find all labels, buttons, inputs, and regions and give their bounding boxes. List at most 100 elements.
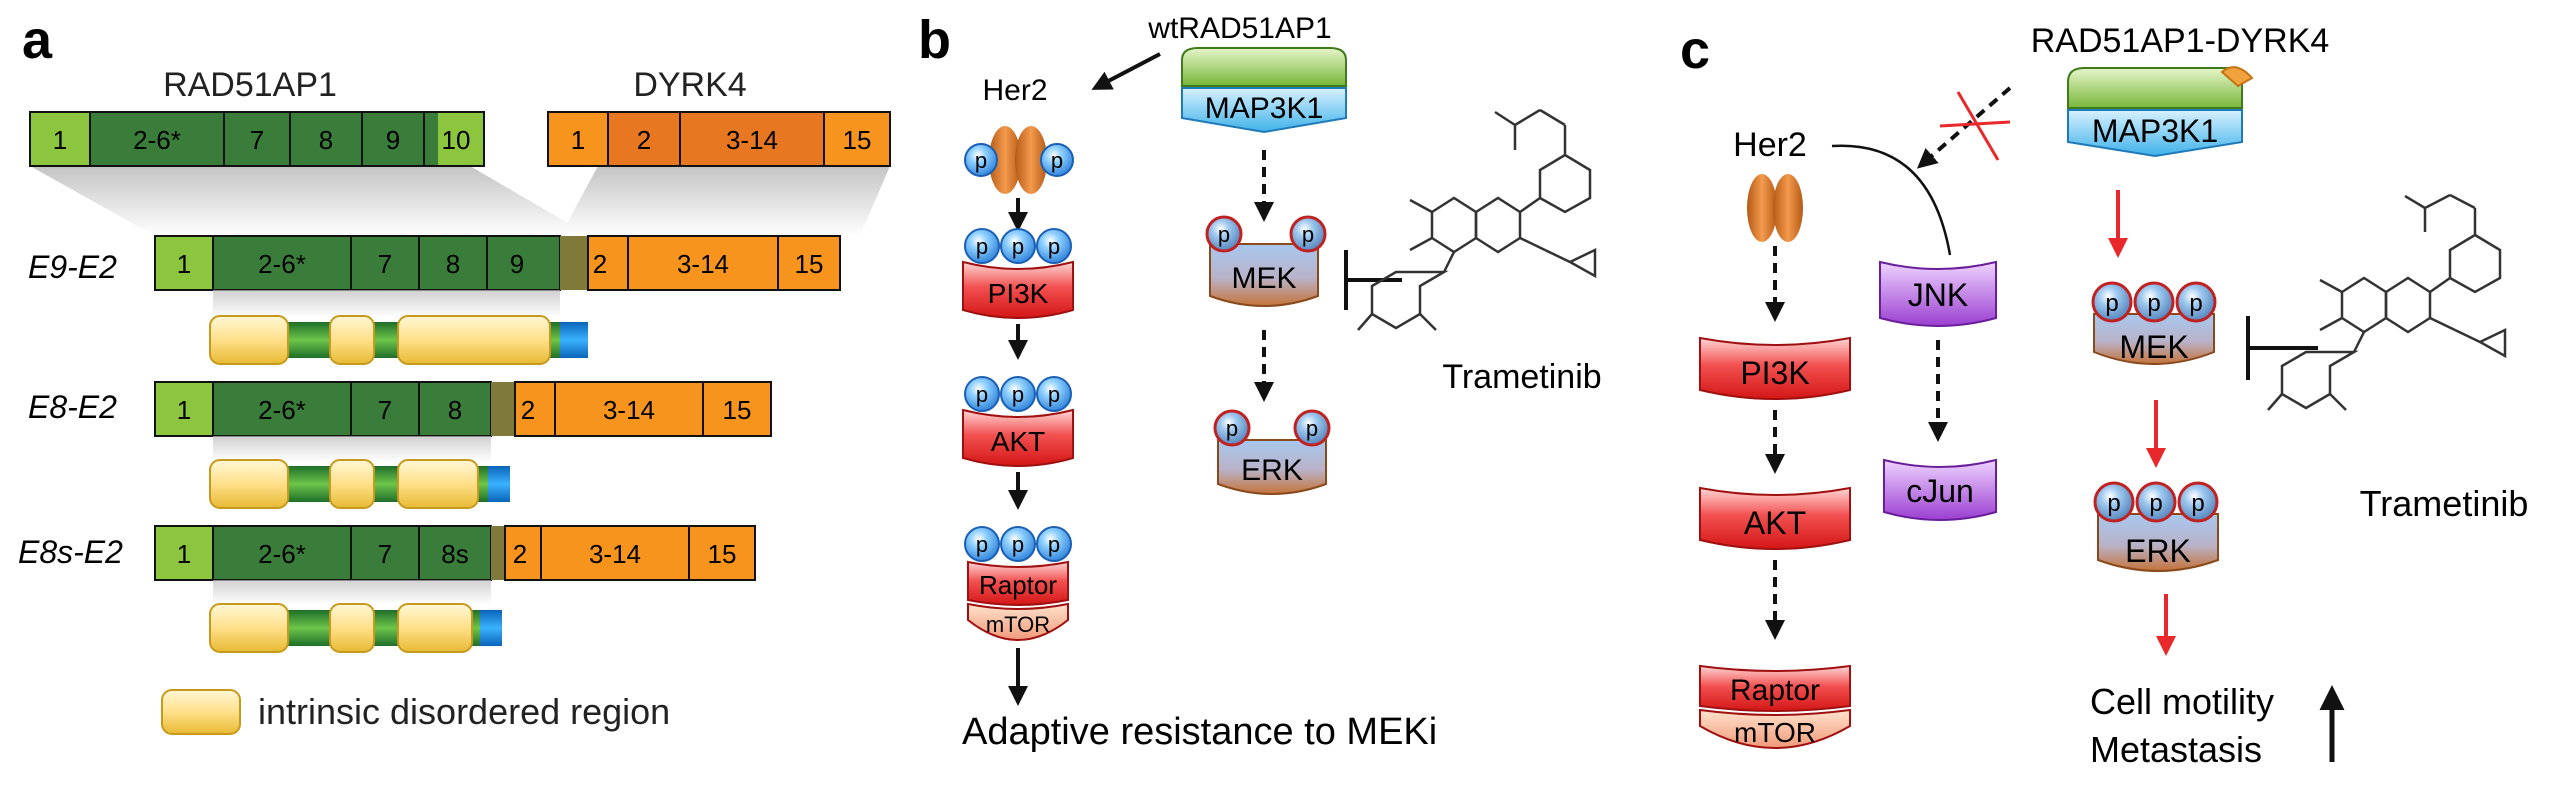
- phospho-label: p: [1306, 416, 1318, 441]
- legend-idr-swatch: [161, 689, 241, 735]
- pi3k-box: [962, 260, 1074, 319]
- exon-box: [702, 381, 772, 437]
- phospho-label: p: [1012, 532, 1024, 557]
- bond: [1514, 108, 1541, 127]
- exon-label: 8: [319, 125, 333, 155]
- exon-label: 8s: [441, 539, 468, 569]
- phospho-label: p: [2105, 290, 2118, 317]
- arrow-wt-to-her2: [1091, 52, 1161, 90]
- phospho-group: p p: [964, 143, 1074, 177]
- phospho-site: [2135, 481, 2177, 523]
- ring: [1474, 196, 1522, 254]
- phospho-label: p: [2147, 290, 2160, 317]
- phospho-site: [964, 526, 1000, 562]
- phospho-label: p: [1218, 222, 1230, 247]
- her2-receptor-left: [989, 126, 1021, 194]
- bond: [2329, 393, 2347, 411]
- bond: [1409, 236, 1433, 252]
- gene-dyrk4-label: DYRK4: [633, 66, 746, 104]
- bond: [2454, 328, 2481, 344]
- exon-label: 3-14: [589, 539, 641, 569]
- erk-box: [1217, 439, 1327, 495]
- phospho-label: p: [1012, 382, 1024, 407]
- connector-rad51ap1: [30, 166, 590, 236]
- exon-label: 1: [53, 125, 67, 155]
- akt-label-c: AKT: [1744, 505, 1806, 541]
- idr-block: [397, 459, 479, 509]
- bond: [2429, 316, 2456, 332]
- exon-label: 3-14: [603, 395, 655, 425]
- trametinib-structure-c: [2267, 193, 2507, 411]
- phospho-site: [1213, 409, 1251, 447]
- phospho-label: p: [2149, 490, 2162, 517]
- exon-label: 2-6*: [258, 249, 306, 279]
- her2-receptor-left: [1747, 174, 1777, 242]
- exon-label: 9: [510, 249, 524, 279]
- phospho-label: p: [1226, 416, 1238, 441]
- exon-label: 15: [795, 249, 824, 279]
- ring: [2384, 276, 2432, 334]
- phospho-site: [1040, 143, 1074, 177]
- exon-box: [212, 235, 352, 291]
- ring: [1567, 248, 1597, 279]
- protein-c-term: [480, 610, 502, 646]
- exon-box: [679, 111, 825, 167]
- exon-box: [587, 235, 629, 291]
- erk-box-c: [2097, 513, 2219, 572]
- mtor-box: [967, 602, 1069, 641]
- her2-receptor-right: [1773, 174, 1803, 242]
- phospho-label: p: [1048, 532, 1060, 557]
- exon-box: [540, 525, 690, 581]
- outcome-metastasis: Metastasis: [2090, 729, 2262, 770]
- exon-box: [154, 525, 214, 581]
- exon-label: 15: [843, 125, 872, 155]
- panel-c-label: c: [1680, 20, 1710, 80]
- phospho-label: p: [976, 234, 988, 259]
- phospho-site: [2093, 481, 2135, 523]
- fusion-e8-e2-bar: 1 2-6* 7 8 2 3-14 15: [154, 381, 772, 437]
- ring: [2280, 350, 2359, 410]
- exon-box: [212, 525, 352, 581]
- exon-label: 2-6*: [258, 395, 306, 425]
- rad51ap1-exon-bar: 1 2-6* 7 8 9 10: [29, 111, 485, 167]
- exon-label: 2: [637, 125, 651, 155]
- mek-label: MEK: [1231, 262, 1296, 295]
- idr-block: [209, 315, 289, 365]
- phospho-label: p: [976, 382, 988, 407]
- fusion-e9-e2-shadow: [213, 290, 560, 318]
- exon-box: [223, 111, 291, 167]
- wt-rad51ap1-shape: [1181, 47, 1347, 87]
- bond: [2267, 393, 2283, 411]
- junction: [491, 382, 515, 436]
- phospho-label: p: [1051, 148, 1063, 173]
- akt-label: AKT: [991, 426, 1045, 457]
- exon-label: 8: [446, 249, 460, 279]
- exon-label: 3-14: [726, 125, 778, 155]
- connector-dyrk4: [560, 166, 890, 236]
- phospho-label: p: [975, 148, 987, 173]
- exon-box: [607, 111, 681, 167]
- mek-box: [1209, 243, 1319, 307]
- map3k1-tab: [1181, 87, 1347, 134]
- phospho-site: [1289, 215, 1327, 253]
- wt-rad51ap1-label: wtRAD51AP1: [1147, 12, 1331, 45]
- protein-c-term: [488, 466, 510, 502]
- exon-box: [514, 381, 556, 437]
- bond: [2449, 193, 2476, 210]
- map3k1-label: MAP3K1: [1205, 92, 1323, 125]
- panel-a-label: a: [22, 10, 53, 70]
- bond: [2319, 278, 2343, 294]
- bond: [1442, 251, 1456, 273]
- phospho-site: [2091, 281, 2133, 323]
- bond: [2352, 331, 2366, 353]
- legend-idr-label: intrinsic disordered region: [258, 691, 670, 732]
- exon-box: [777, 235, 841, 291]
- her2-receptor-right: [1015, 126, 1047, 194]
- exon-label: 8: [448, 395, 462, 425]
- blocked-arrow: [1916, 86, 2012, 169]
- exon-box: [554, 381, 704, 437]
- exon-label: 10: [442, 125, 471, 155]
- ring: [1538, 153, 1592, 214]
- idr-block: [209, 603, 289, 653]
